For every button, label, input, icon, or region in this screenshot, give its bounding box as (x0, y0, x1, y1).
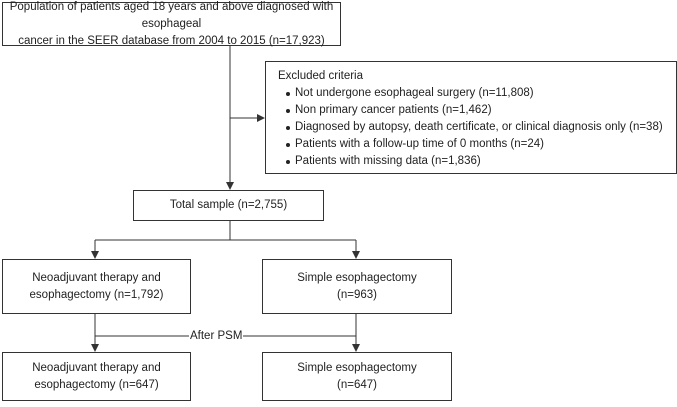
excluded-item: Diagnosed by autopsy, death certificate,… (286, 119, 676, 136)
after-psm-label: After PSM (189, 329, 244, 343)
simple-before-psm-box: Simple esophagectomy (n=963) (262, 259, 452, 314)
simple-after-line1: Simple esophagectomy (297, 361, 417, 374)
total-sample-label: Total sample (n=2,755) (169, 199, 288, 211)
excluded-item: Patients with a follow-up time of 0 mont… (286, 136, 676, 153)
population-box: Population of patients aged 18 years and… (2, 0, 341, 47)
simple-before-line1: Simple esophagectomy (297, 271, 417, 284)
neoadjuvant-after-psm-box: Neoadjuvant therapy and esophagectomy (n… (2, 352, 191, 401)
simple-after-line2: (n=647) (337, 378, 377, 391)
simple-before-line2: (n=963) (337, 288, 377, 301)
neoadjuvant-after-line1: Neoadjuvant therapy and (32, 361, 161, 374)
excluded-item: Non primary cancer patients (n=1,462) (286, 102, 676, 119)
excluded-criteria-title: Excluded criteria (278, 70, 364, 82)
excluded-item: Not undergone esophageal surgery (n=11,8… (286, 85, 676, 102)
population-line1: Population of patients aged 18 years and… (9, 0, 334, 30)
neoadjuvant-before-line2: esophagectomy (n=1,792) (29, 288, 164, 301)
neoadjuvant-before-psm-box: Neoadjuvant therapy and esophagectomy (n… (2, 259, 191, 314)
population-line2: cancer in the SEER database from 2004 to… (18, 34, 325, 47)
neoadjuvant-before-line1: Neoadjuvant therapy and (32, 271, 161, 284)
neoadjuvant-after-line2: esophagectomy (n=647) (34, 378, 159, 391)
excluded-item: Patients with missing data (n=1,836) (286, 153, 676, 170)
simple-after-psm-box: Simple esophagectomy (n=647) (262, 352, 452, 401)
total-sample-box: Total sample (n=2,755) (133, 190, 324, 221)
excluded-criteria-list: Not undergone esophageal surgery (n=11,8… (278, 85, 676, 170)
excluded-criteria-box: Excluded criteria Not undergone esophage… (265, 61, 677, 174)
